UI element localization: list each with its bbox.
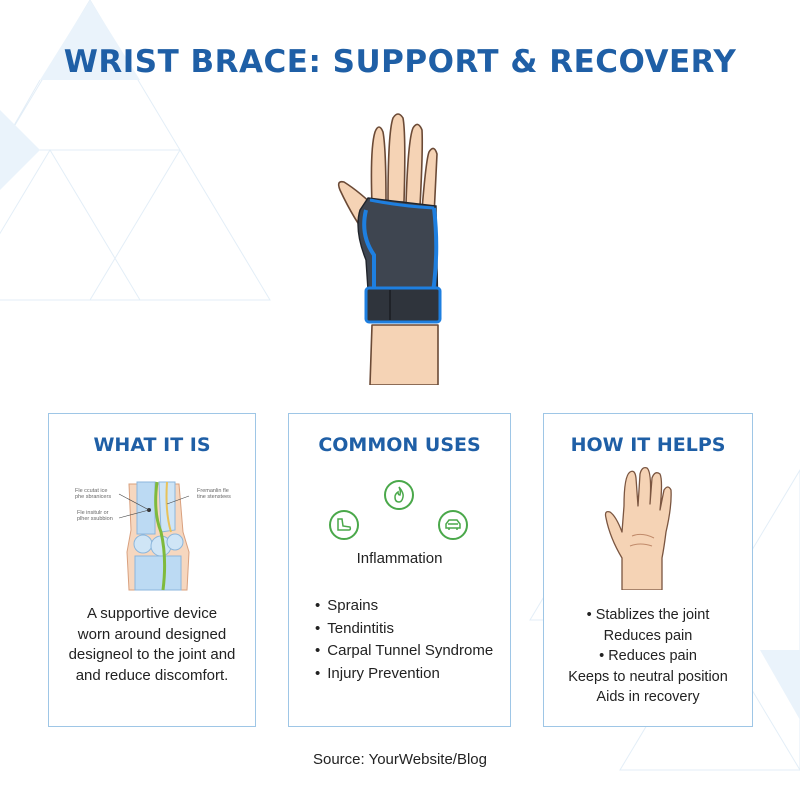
what-it-is-heading: WHAT IT IS xyxy=(93,434,211,456)
how-it-helps-card: HOW IT HELPS • Stablizes the joint Reduc… xyxy=(543,413,753,727)
page-title: WRIST BRACE: SUPPORT & RECOVERY xyxy=(63,44,737,80)
how-it-helps-list: • Stablizes the joint Reduces pain • Red… xyxy=(544,605,752,708)
car-icon xyxy=(438,510,468,540)
common-uses-card: COMMON USES Inflammation Sprains Tendint… xyxy=(288,413,511,727)
diagram-label: tine stenstees xyxy=(197,494,231,500)
description-line: worn around designed xyxy=(77,625,227,643)
wrist-brace-illustration xyxy=(337,113,442,385)
diagram-label: Fremanlin fle xyxy=(197,488,229,494)
source-credit: Source: YourWebsite/Blog xyxy=(312,751,487,768)
list-item: Tendintitis xyxy=(315,618,493,641)
description-line: and reduce discomfort. xyxy=(75,666,229,684)
uses-list: Sprains Tendintitis Carpal Tunnel Syndro… xyxy=(315,595,493,685)
open-hand-illustration xyxy=(604,466,672,590)
description-line: designeol to the joint and xyxy=(68,646,236,663)
what-it-is-description: A supportive device worn around designed… xyxy=(59,604,245,686)
what-it-is-card: WHAT IT IS Fle ccutat ice phe sbranicers… xyxy=(48,413,256,727)
list-item: Sprains xyxy=(315,595,493,618)
diagram-label: phe sbranicers xyxy=(75,494,112,500)
flame-icon xyxy=(384,480,414,510)
list-item: Aids in recovery xyxy=(596,689,700,705)
diagram-label: plher ssubbion xyxy=(77,516,113,522)
list-item: Keeps to neutral position xyxy=(568,668,728,685)
diagram-label: Fle ccutat ice xyxy=(75,488,108,494)
inflammation-label: Inflammation xyxy=(356,550,443,567)
list-item: • Reduces pain xyxy=(599,648,697,664)
list-item: Reduces pain xyxy=(603,627,693,644)
diagram-label: Fle insitulr or xyxy=(77,510,109,516)
list-item: Carpal Tunnel Syndrome xyxy=(315,640,493,663)
foot-icon xyxy=(329,510,359,540)
wrist-anatomy-diagram xyxy=(118,481,190,591)
list-item: • Stablizes the joint xyxy=(586,607,710,623)
description-line: A supportive device xyxy=(86,605,218,622)
list-item: Injury Prevention xyxy=(315,663,493,686)
how-it-helps-heading: HOW IT HELPS xyxy=(570,434,726,456)
common-uses-heading: COMMON USES xyxy=(318,434,481,456)
